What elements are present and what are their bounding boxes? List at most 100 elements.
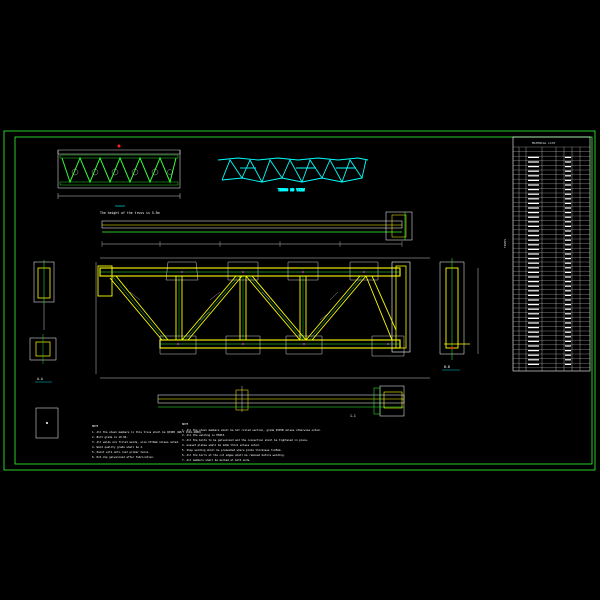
table-cell-glyph (565, 179, 571, 181)
table-cell-glyph (565, 271, 571, 273)
svg-text:6. Hot-dip galvanized after fa: 6. Hot-dip galvanized after fabrication. (92, 455, 154, 459)
table-cell-glyph (565, 304, 571, 306)
svg-text:4. Weld quality grade shall be: 4. Weld quality grade shall be 3. (92, 445, 144, 449)
truss-overview-elevation: The height of the truss is 5.5m (57, 144, 181, 215)
table-cell-glyph (528, 202, 539, 204)
table-cell-glyph (565, 156, 571, 158)
notes-right: NOTE 1. All the steel members shall be h… (182, 422, 321, 462)
table-cell-glyph (528, 166, 539, 168)
table-cell-glyph (565, 294, 571, 296)
table-side-label: TRUSS (503, 239, 507, 248)
table-cell-glyph (528, 290, 539, 292)
table-cell-glyph (528, 350, 539, 352)
svg-text:6. All the burrs at the cut ed: 6. All the burrs at the cut edges shall … (182, 453, 285, 457)
table-cell-glyph (528, 331, 539, 333)
table-cell-glyph (565, 299, 571, 301)
table-cell-glyph (528, 363, 539, 365)
table-cell-glyph (528, 248, 539, 250)
table-cell-glyph (565, 189, 571, 191)
notes-right-heading: NOTE (182, 422, 189, 426)
sheet-inner-border (14, 136, 593, 465)
table-cell-glyph (565, 253, 571, 255)
table-cell-glyph (528, 262, 539, 264)
table-cell-glyph (528, 336, 539, 338)
svg-text:7. All members shall be marked: 7. All members shall be marked at both e… (182, 458, 251, 462)
table-cell-glyph (528, 294, 539, 296)
table-cell-glyph (565, 170, 571, 172)
table-cell-glyph (528, 285, 539, 287)
table-cell-glyph (565, 166, 571, 168)
table-cell-glyph (565, 340, 571, 342)
table-cell-glyph (528, 271, 539, 273)
table-cell-glyph (565, 359, 571, 361)
table-cell-glyph (565, 212, 571, 214)
table-cell-glyph (528, 299, 539, 301)
table-cell-glyph (565, 202, 571, 204)
side-view-caption: The height of the truss is 5.5m (100, 211, 160, 215)
notes-left: NOTE 1. All the steel members in this tr… (92, 424, 203, 459)
table-cell-glyph (528, 156, 539, 158)
top-chord-plan (101, 211, 413, 247)
label-b-b: B-B (444, 365, 450, 369)
table-cell-glyph (565, 281, 571, 283)
table-cell-glyph (528, 345, 539, 347)
svg-text:5. Shop welding shall be prehe: 5. Shop welding shall be preheated where… (182, 448, 282, 452)
table-cell-glyph (565, 258, 571, 260)
table-cell-glyph (565, 216, 571, 218)
table-cell-glyph (528, 170, 539, 172)
table-cell-glyph (528, 198, 539, 200)
table-cell-glyph (565, 221, 571, 223)
table-cell-glyph (528, 340, 539, 342)
svg-text:2. Bolt grade is 10.9S.: 2. Bolt grade is 10.9S. (92, 435, 128, 439)
table-cell-glyph (528, 193, 539, 195)
svg-text:4. Gusset plates shall be 12mm: 4. Gusset plates shall be 12mm thick unl… (182, 443, 260, 447)
right-end-column (391, 261, 411, 353)
table-cell-glyph (565, 276, 571, 278)
table-cell-glyph (565, 248, 571, 250)
table-cell-glyph (528, 313, 539, 315)
table-cell-glyph (528, 221, 539, 223)
table-cell-glyph (528, 258, 539, 260)
main-truss-elevation (95, 257, 430, 379)
table-cell-glyph (528, 359, 539, 361)
table-cell-glyph (565, 354, 571, 356)
label-1-1: 1-1 (350, 414, 356, 418)
svg-text:5. Paint with anti-rust primer: 5. Paint with anti-rust primer twice. (92, 450, 150, 454)
table-cell-glyph (528, 276, 539, 278)
table-cell-glyph (565, 184, 571, 186)
table-cell-glyph (528, 230, 539, 232)
table-cell-glyph (565, 161, 571, 163)
table-cell-glyph (565, 230, 571, 232)
table-cell-glyph (528, 175, 539, 177)
table-title: MATERIAL LIST (532, 141, 556, 145)
table-cell-glyph (565, 175, 571, 177)
table-cell-glyph (565, 322, 571, 324)
table-cell-glyph (565, 262, 571, 264)
table-cell-glyph (528, 244, 539, 246)
table-cell-glyph (528, 184, 539, 186)
label-a-a: A-A (37, 377, 43, 381)
table-cell-glyph (528, 161, 539, 163)
iso-view-caption: TRUSS 3D VIEW (278, 188, 305, 192)
table-cell-glyph (528, 354, 539, 356)
table-cell-glyph (565, 317, 571, 319)
table-cell-glyph (565, 308, 571, 310)
table-cell-glyph (528, 308, 539, 310)
svg-text:3. All the bolts to be galvani: 3. All the bolts to be galvanized and th… (182, 438, 309, 442)
table-cell-glyph (528, 216, 539, 218)
table-cell-glyph (565, 235, 571, 237)
svg-text:3. All welds are fillet welds,: 3. All welds are fillet welds, size hf=6… (92, 440, 179, 444)
reference-marker (117, 144, 121, 148)
table-cell-glyph (528, 235, 539, 237)
table-cell-glyph (528, 322, 539, 324)
table-cell-glyph (528, 327, 539, 329)
truss-isometric-view: TRUSS 3D VIEW (217, 157, 369, 192)
table-cell-glyph (565, 327, 571, 329)
table-cell-glyph (528, 189, 539, 191)
end-plate-bottom (379, 385, 405, 417)
table-cell-glyph (528, 304, 539, 306)
table-cell-glyph (565, 350, 571, 352)
table-cell-glyph (565, 290, 571, 292)
table-cell-glyph (565, 207, 571, 209)
